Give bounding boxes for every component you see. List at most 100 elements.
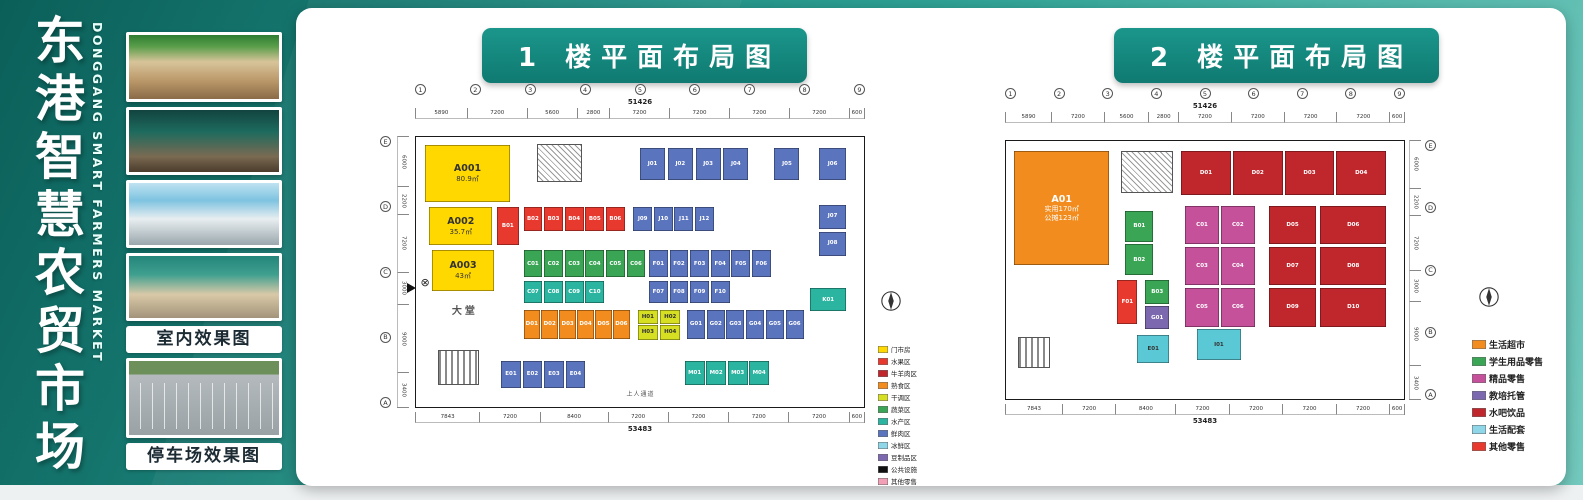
legend-label: 公共设施 (891, 466, 917, 474)
axis-bubble: D (380, 201, 391, 213)
stall-H03: H03 (637, 325, 658, 340)
stall-E02: E02 (522, 361, 543, 389)
legend-label: 其他零售 (891, 478, 917, 486)
axis-bubble: C (380, 266, 391, 278)
axis-bubble: 2 (469, 84, 481, 95)
stall-F04: F04 (710, 250, 730, 278)
bottom-strip (0, 485, 1583, 500)
legend-chip (1472, 374, 1486, 383)
stall-C01: C01 (1185, 205, 1219, 245)
parking-photo-label: 停车场效果图 (126, 443, 282, 470)
axis-bubble: E (380, 136, 391, 147)
photo-market-aisle (126, 32, 282, 102)
dimension-segment: 7200 (1409, 215, 1421, 270)
ramp-label: 上人通道 (626, 391, 655, 399)
legend-chip (878, 465, 888, 473)
floor1-top-dimension-total: 51426 (627, 98, 653, 106)
floor2-top-dimension-total: 51426 (1192, 102, 1218, 110)
dimension-segment: 3400 (1409, 365, 1421, 400)
entrance-arrow-icon (407, 282, 416, 293)
stall-D01: D01 (523, 309, 541, 340)
legend-chip (1472, 357, 1486, 366)
stall-C04: C04 (585, 250, 605, 278)
floor2-bottom-dimension-total: 53483 (1192, 417, 1218, 425)
axis-bubble: 9 (854, 84, 865, 95)
stall-G01: G01 (687, 309, 705, 340)
stall-B05: B05 (585, 207, 605, 232)
stall-J02: J02 (667, 147, 693, 181)
stall-D04: D04 (1336, 151, 1387, 196)
stall-D01: D01 (1181, 151, 1231, 196)
stall-G01: G01 (1145, 306, 1170, 330)
dimension-segment: 7200 (1050, 112, 1104, 123)
axis-bubble: 1 (415, 84, 426, 95)
dimension-segment: 7200 (1335, 404, 1390, 415)
stall-C03: C03 (1185, 246, 1219, 286)
legend-item: 水果区 (878, 356, 917, 366)
photo-market-hall (126, 253, 282, 321)
dimension-segment: 2200 (397, 186, 409, 215)
legend-chip (878, 393, 888, 401)
dimension-segment: 6000 (397, 136, 409, 187)
dimension-segment: 7200 (479, 412, 540, 423)
axis-bubble: 8 (1345, 88, 1357, 99)
stall-C06: C06 (626, 250, 646, 278)
legend-item: 门市房 (878, 344, 917, 354)
stall-D02: D02 (1232, 151, 1283, 196)
stall-B06: B06 (605, 207, 625, 232)
dimension-segment: 7200 (1175, 404, 1229, 415)
dimension-segment: 7200 (788, 412, 849, 423)
stall-D09: D09 (1268, 288, 1317, 327)
axis-bubble: 8 (799, 84, 811, 95)
dimension-segment: 7200 (669, 108, 729, 119)
axis-bubble: 6 (689, 84, 701, 95)
floor1-axis-letters: E D C B A (380, 136, 392, 408)
stall-I01: I01 (1197, 329, 1241, 361)
axis-bubble: E (1425, 140, 1436, 151)
stall-D07: D07 (1268, 246, 1317, 286)
axis-bubble: 2 (1053, 88, 1065, 99)
legend-item: 鲜肉区 (878, 428, 917, 438)
dimension-segment: 7200 (728, 412, 789, 423)
stall-H02: H02 (660, 309, 681, 325)
stall-C02: C02 (544, 250, 563, 278)
legend-label: 教培托管 (1489, 392, 1526, 402)
stall-F03: F03 (690, 250, 709, 278)
dimension-segment: 600 (1389, 404, 1404, 415)
axis-bubble: B (380, 331, 391, 343)
legend-chip (1472, 425, 1486, 434)
axis-bubble: A (1425, 389, 1436, 400)
axis-bubble: A (380, 397, 391, 408)
legend-chip (878, 345, 888, 353)
dimension-segment: 600 (1389, 112, 1404, 123)
stall-F01: F01 (1117, 280, 1138, 325)
legend-item: 冰鲜区 (878, 440, 917, 450)
dimension-segment: 7200 (788, 108, 849, 119)
legend-chip (878, 357, 888, 365)
stairs (1017, 337, 1050, 369)
stall-D10: D10 (1320, 288, 1387, 327)
dimension-segment: 600 (848, 412, 864, 423)
dimension-segment: 7843 (415, 412, 480, 423)
stall-J07: J07 (819, 204, 847, 229)
dimension-segment: 8400 (539, 412, 608, 423)
stall-F01: F01 (648, 250, 668, 278)
stall-J03: J03 (695, 147, 721, 181)
column-marker-icon: ⊗ (420, 276, 430, 290)
legend-item: 熟食区 (878, 380, 917, 390)
stall-M03: M03 (727, 361, 748, 386)
stall-D03: D03 (559, 309, 576, 340)
stall-B01: B01 (1125, 210, 1154, 242)
legend-chip (878, 453, 888, 461)
dimension-segment: 2200 (1409, 187, 1421, 215)
stall-M01: M01 (684, 361, 705, 386)
